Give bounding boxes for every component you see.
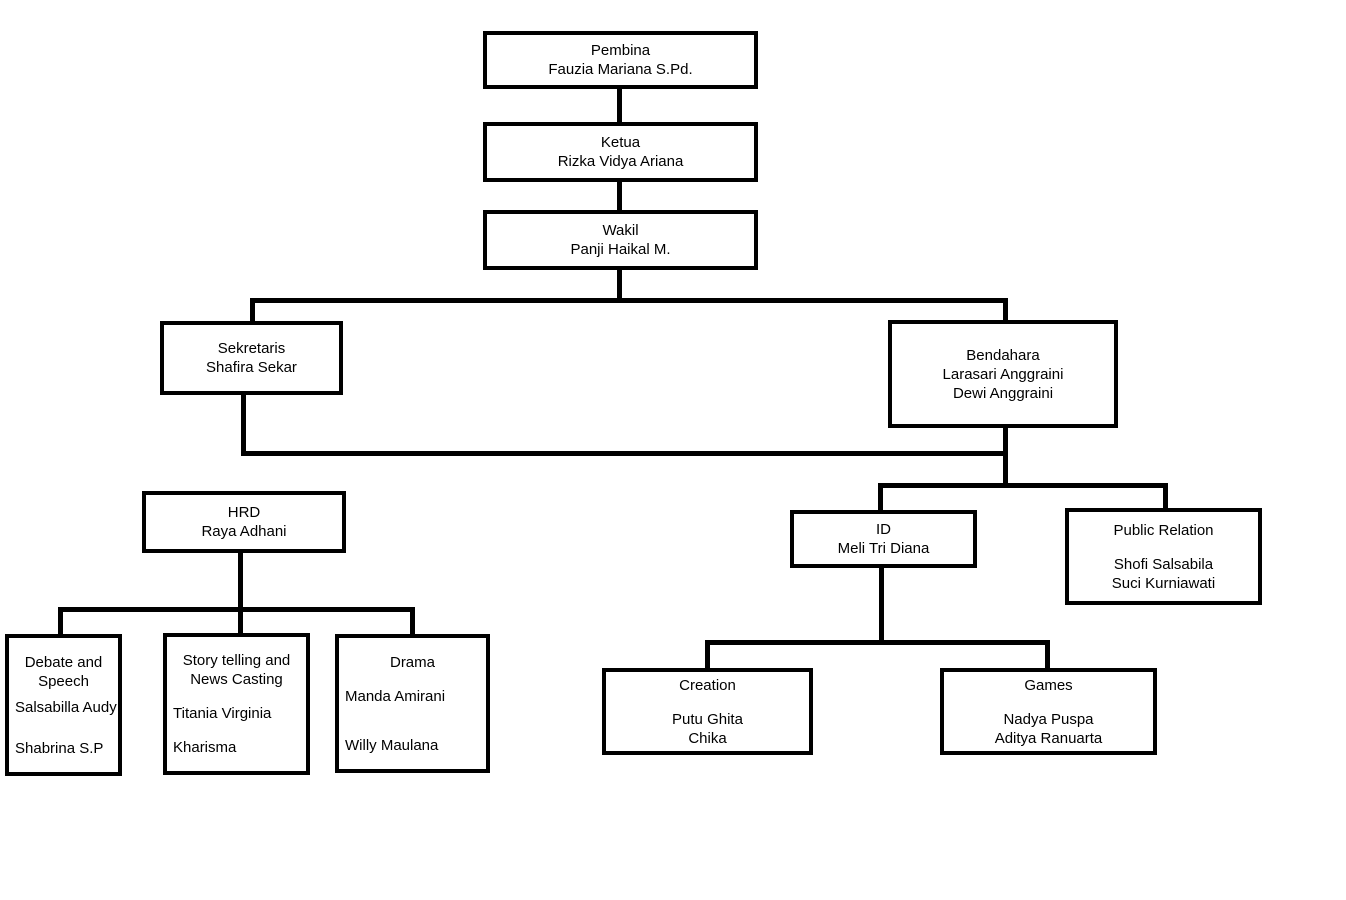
- node-member: Putu Ghita: [672, 710, 743, 728]
- connector-line: [238, 552, 243, 610]
- node-title: Bendahara: [966, 346, 1040, 364]
- node-title: HRD: [227, 504, 261, 521]
- node-member: Shafira Sekar: [206, 359, 297, 376]
- connector-line: [250, 298, 1008, 303]
- org-node-creation: Creation Putu Ghita Chika: [602, 668, 813, 755]
- org-node-wakil: Wakil Panji Haikal M.: [483, 210, 758, 270]
- node-member: Suci Kurniawati: [1111, 574, 1216, 592]
- node-member: Panji Haikal M.: [570, 241, 671, 258]
- connector-line: [58, 607, 63, 635]
- org-node-public-relation: Public Relation Shofi Salsabila Suci Kur…: [1065, 508, 1262, 605]
- node-title: Pembina: [590, 42, 651, 59]
- org-node-debate-and-speech: Debate and Speech Salsabilla Audy Shabri…: [5, 634, 122, 776]
- node-member: Willy Maulana: [345, 736, 439, 754]
- node-title: Games: [1024, 676, 1073, 694]
- node-member: Aditya Ranuarta: [994, 729, 1103, 747]
- org-node-hrd: HRD Raya Adhani: [142, 491, 346, 553]
- node-member: Raya Adhani: [201, 523, 287, 540]
- node-title: Ketua: [600, 134, 641, 151]
- connector-line: [241, 451, 1008, 456]
- org-node-games: Games Nadya Puspa Aditya Ranuarta: [940, 668, 1157, 755]
- node-member: Larasari Anggraini: [942, 365, 1064, 383]
- connector-line: [241, 394, 246, 454]
- connector-line: [1045, 640, 1050, 669]
- node-title: Wakil: [602, 222, 639, 239]
- node-member: Fauzia Mariana S.Pd.: [548, 61, 693, 78]
- node-member: Shofi Salsabila: [1113, 555, 1214, 573]
- node-member: Kharisma: [173, 739, 237, 756]
- org-node-story-telling-news-casting: Story telling and News Casting Titania V…: [163, 633, 310, 775]
- node-member: Dewi Anggraini: [952, 384, 1054, 402]
- connector-line: [878, 483, 883, 511]
- connector-line: [58, 607, 415, 612]
- org-node-pembina: Pembina Fauzia Mariana S.Pd.: [483, 31, 758, 89]
- connector-line: [879, 567, 884, 643]
- org-node-bendahara: Bendahara Larasari Anggraini Dewi Anggra…: [888, 320, 1118, 428]
- node-member: Rizka Vidya Ariana: [557, 153, 684, 170]
- node-member: Chika: [688, 729, 727, 747]
- node-title: Sekretaris: [217, 340, 286, 357]
- connector-line: [410, 607, 415, 635]
- connector-line: [617, 87, 622, 123]
- connector-line: [1003, 298, 1008, 321]
- org-node-sekretaris: Sekretaris Shafira Sekar: [160, 321, 343, 395]
- connector-line: [238, 607, 243, 634]
- node-title: Public Relation: [1113, 521, 1214, 539]
- org-node-id: ID Meli Tri Diana: [790, 510, 977, 568]
- connector-line: [705, 640, 710, 669]
- node-member: Meli Tri Diana: [837, 540, 930, 557]
- node-title: Debate and Speech: [24, 653, 103, 690]
- connector-line: [617, 269, 622, 301]
- connector-line: [250, 298, 255, 322]
- org-node-drama: Drama Manda Amirani Willy Maulana: [335, 634, 490, 773]
- node-member: Nadya Puspa: [1003, 710, 1094, 728]
- node-member: Shabrina S.P: [15, 739, 104, 757]
- node-title: Story telling and News Casting: [182, 652, 291, 688]
- connector-line: [1163, 483, 1168, 509]
- connector-line: [878, 483, 1168, 488]
- connector-line: [1003, 427, 1008, 487]
- node-member: Manda Amirani: [345, 687, 446, 705]
- connector-line: [617, 181, 622, 211]
- node-title: Drama: [389, 653, 435, 671]
- org-node-ketua: Ketua Rizka Vidya Ariana: [483, 122, 758, 182]
- connector-line: [705, 640, 1050, 645]
- node-member: Titania Virginia: [173, 705, 272, 722]
- node-title: ID: [876, 521, 891, 538]
- node-member: Salsabilla Audy: [15, 698, 117, 716]
- node-title: Creation: [679, 676, 736, 694]
